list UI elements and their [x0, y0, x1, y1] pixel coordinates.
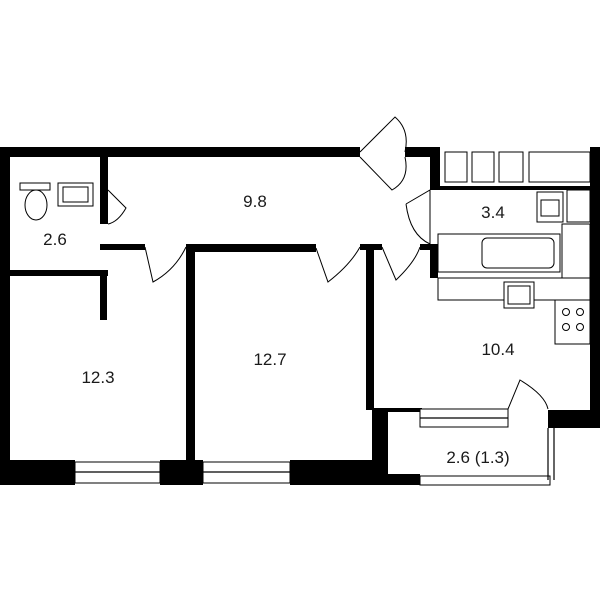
area-label-kitchen: 10.4 — [481, 340, 514, 359]
room-labels: 9.8 2.6 3.4 12.3 12.7 10.4 2.6 (1.3) — [43, 192, 514, 467]
interior-walls — [10, 157, 438, 462]
fixtures — [19, 182, 591, 345]
area-label-bathroom: 3.4 — [481, 203, 505, 222]
area-label-hall: 9.8 — [243, 192, 267, 211]
area-label-bedroom-left: 12.3 — [81, 368, 114, 387]
area-label-bedroom-middle: 12.7 — [253, 350, 286, 369]
windows — [74, 151, 591, 486]
area-label-wc: 2.6 — [43, 230, 67, 249]
area-label-balcony: 2.6 (1.3) — [446, 448, 509, 467]
outer-walls — [0, 147, 600, 485]
doors — [107, 116, 549, 410]
